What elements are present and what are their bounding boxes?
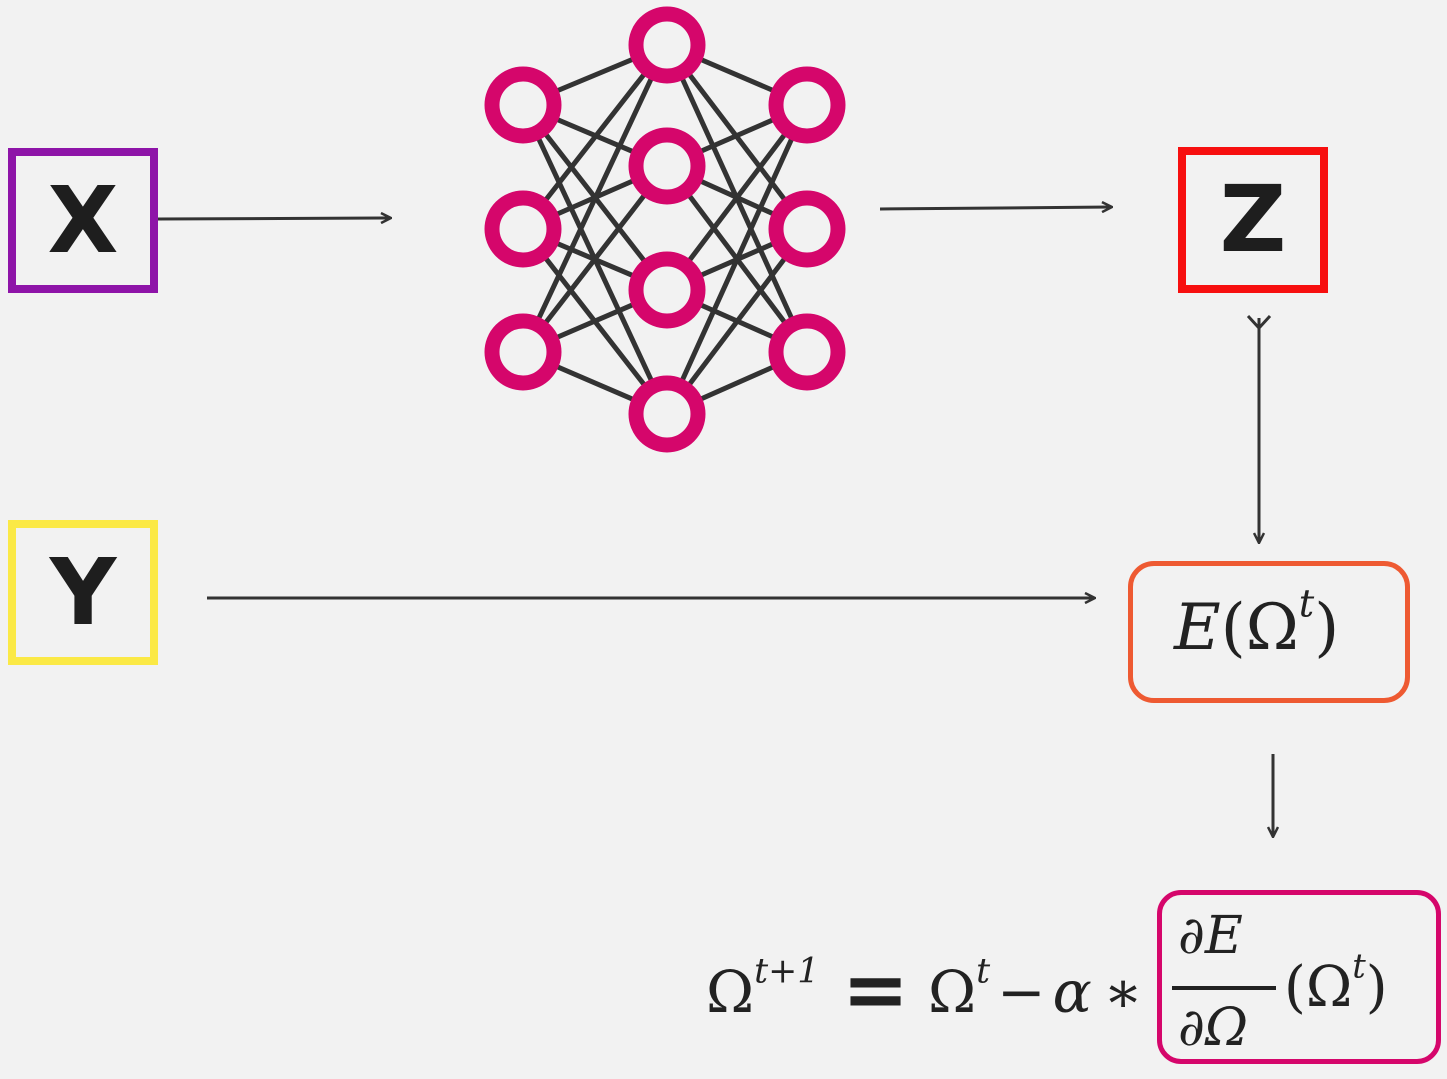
neuron-icon — [484, 313, 562, 391]
gradient-denominator: ∂Ω — [1178, 1002, 1248, 1054]
gradient-term-box — [1157, 890, 1441, 1064]
error-function-box — [1128, 561, 1410, 703]
error-open-paren: ( — [1220, 591, 1246, 665]
output-z-label: Z — [1219, 166, 1287, 273]
update-times: ∗ — [1103, 958, 1143, 1026]
gradient-arg-open: ( — [1284, 955, 1306, 1020]
neuron-icon — [628, 375, 706, 453]
error-function-formula: E(Ωt) — [1174, 585, 1339, 660]
network-connection — [664, 103, 810, 416]
gradient-arg-close: ) — [1365, 955, 1388, 1020]
network-connection — [521, 43, 669, 231]
update-rhs-superscript: t — [976, 951, 991, 992]
fraction-bar — [1172, 986, 1276, 990]
neuron-icon — [628, 6, 706, 84]
update-rule-lhs: Ωt+1 — [706, 954, 819, 1021]
update-rhs-param: Ω — [928, 958, 977, 1026]
arrow-x-to-network — [157, 218, 390, 219]
gradient-arg-param: Ω — [1305, 955, 1353, 1020]
neuron-icon — [768, 66, 846, 144]
error-param-superscript: t — [1298, 581, 1315, 627]
network-connection — [521, 164, 669, 354]
error-close-paren: ) — [1314, 591, 1340, 665]
neuron-icon — [628, 127, 706, 205]
arrow-network-to-z — [879, 207, 1111, 209]
output-z-box: Z — [1178, 147, 1328, 293]
error-fn-symbol: E — [1174, 591, 1221, 665]
gradient-arg-superscript: t — [1352, 946, 1366, 986]
neuron-icon — [484, 190, 562, 268]
input-x-box: X — [8, 148, 158, 293]
network-connection — [665, 227, 809, 416]
neuron-icon — [768, 313, 846, 391]
update-minus: − — [997, 958, 1046, 1026]
neuron-icon — [628, 251, 706, 329]
network-connection — [520, 43, 670, 354]
gradient-numerator-text: ∂E — [1178, 906, 1243, 966]
update-rule-equals: = — [842, 943, 910, 1036]
error-param-symbol: Ω — [1245, 591, 1299, 665]
update-lhs-superscript: t+1 — [754, 951, 820, 992]
network-connection — [665, 103, 809, 292]
update-lhs-param: Ω — [706, 958, 755, 1026]
gradient-argument: (Ωt) — [1284, 949, 1388, 1016]
target-y-label: Y — [49, 538, 117, 646]
neuron-icon — [484, 66, 562, 144]
gradient-numerator: ∂E — [1178, 910, 1243, 962]
target-y-box: Y — [8, 520, 158, 665]
input-x-label: X — [47, 166, 119, 274]
learning-rate-symbol: α — [1052, 958, 1092, 1026]
arrow-z-tail-icon — [1246, 314, 1272, 331]
gradient-denominator-text: ∂Ω — [1178, 998, 1249, 1058]
neural-network-icon — [484, 6, 846, 453]
update-rule-rhs: Ωt−α∗ — [928, 954, 1143, 1021]
neuron-icon — [768, 190, 846, 268]
